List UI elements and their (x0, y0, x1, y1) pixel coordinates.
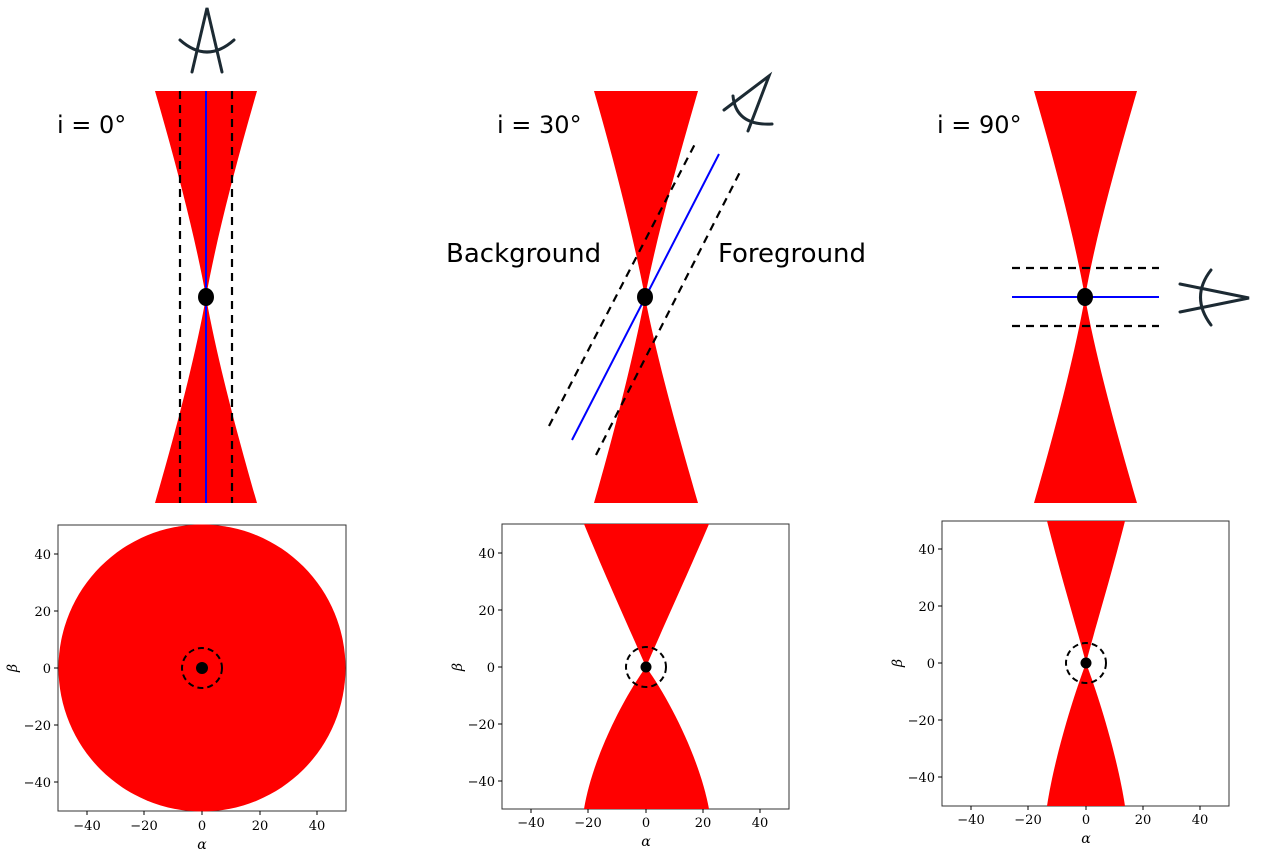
x-tick-label: −20 (574, 816, 601, 831)
panel-i0-geometry: i = 0° (57, 7, 257, 503)
dashed-aperture (625, 646, 667, 688)
y-tick-label: −20 (908, 714, 935, 729)
panel-i30-geometry: i = 30° Background Foreground (446, 71, 866, 503)
y-tick-label: 20 (34, 605, 51, 620)
x-axis-label: α (641, 834, 651, 850)
bicone-shape (1034, 91, 1137, 503)
y-tick-label: −40 (24, 776, 51, 791)
y-tick-label: 40 (478, 547, 495, 562)
y-axis-label: β (890, 659, 906, 668)
panel-i90-geometry: i = 90° (937, 91, 1250, 503)
central-source (1077, 288, 1093, 306)
map-i30: −40 −20 0 20 40 40 20 0 −20 −40 α β (450, 523, 790, 850)
x-tick-label: 20 (252, 819, 269, 834)
x-tick-label: −20 (130, 819, 157, 834)
x-tick-label: 0 (198, 819, 206, 834)
projected-cone-upper (584, 524, 709, 667)
y-tick-label: −20 (24, 719, 51, 734)
y-tick-label: 40 (34, 548, 51, 563)
observer-eye-icon (722, 71, 774, 133)
dashed-aperture (181, 647, 223, 689)
x-tick-label: 40 (309, 819, 326, 834)
dashed-boundary-background (548, 139, 698, 427)
y-axis-label: β (5, 664, 21, 673)
central-source (1080, 657, 1092, 669)
inclination-label: i = 90° (937, 111, 1022, 139)
x-tick-label: −40 (957, 813, 984, 828)
y-tick-label: 0 (487, 661, 495, 676)
y-axis-label: β (450, 663, 466, 672)
x-axis-label: α (197, 837, 207, 853)
y-tick-label: −40 (908, 771, 935, 786)
y-tick-label: −20 (468, 718, 495, 733)
central-source (637, 288, 653, 306)
observer-eye-icon (178, 7, 236, 74)
x-tick-label: −40 (73, 819, 100, 834)
dashed-boundary-foreground (595, 167, 743, 456)
projected-cone-lower (584, 667, 709, 809)
x-tick-label: 20 (1135, 813, 1152, 828)
map-i90: −40 −20 0 20 40 40 20 0 −20 −40 α β (890, 520, 1230, 847)
x-tick-label: 40 (752, 816, 769, 831)
projected-cone-upper (1047, 521, 1125, 663)
projected-cone-lower (1047, 663, 1125, 806)
central-source (640, 661, 652, 673)
central-source (196, 662, 208, 674)
foreground-label: Foreground (718, 239, 866, 269)
y-tick-label: 20 (478, 604, 495, 619)
x-tick-label: −40 (517, 816, 544, 831)
central-source (198, 288, 214, 306)
observer-eye-icon (1178, 268, 1250, 327)
background-label: Background (446, 239, 601, 269)
x-tick-label: 0 (1082, 813, 1090, 828)
y-tick-label: 20 (918, 600, 935, 615)
x-tick-label: 0 (642, 816, 650, 831)
y-tick-label: 40 (918, 543, 935, 558)
x-tick-label: −20 (1014, 813, 1041, 828)
x-tick-label: 40 (1192, 813, 1209, 828)
map-i0: −40 −20 0 20 40 40 20 0 −20 −40 α β (5, 524, 347, 853)
bicone-shape (594, 91, 698, 503)
y-tick-label: −40 (468, 775, 495, 790)
y-tick-label: 0 (43, 662, 51, 677)
inclination-label: i = 0° (57, 111, 126, 139)
inclination-label: i = 30° (497, 111, 582, 139)
x-tick-label: 20 (695, 816, 712, 831)
x-axis-label: α (1081, 831, 1091, 847)
dashed-aperture (1065, 642, 1107, 684)
y-tick-label: 0 (927, 657, 935, 672)
